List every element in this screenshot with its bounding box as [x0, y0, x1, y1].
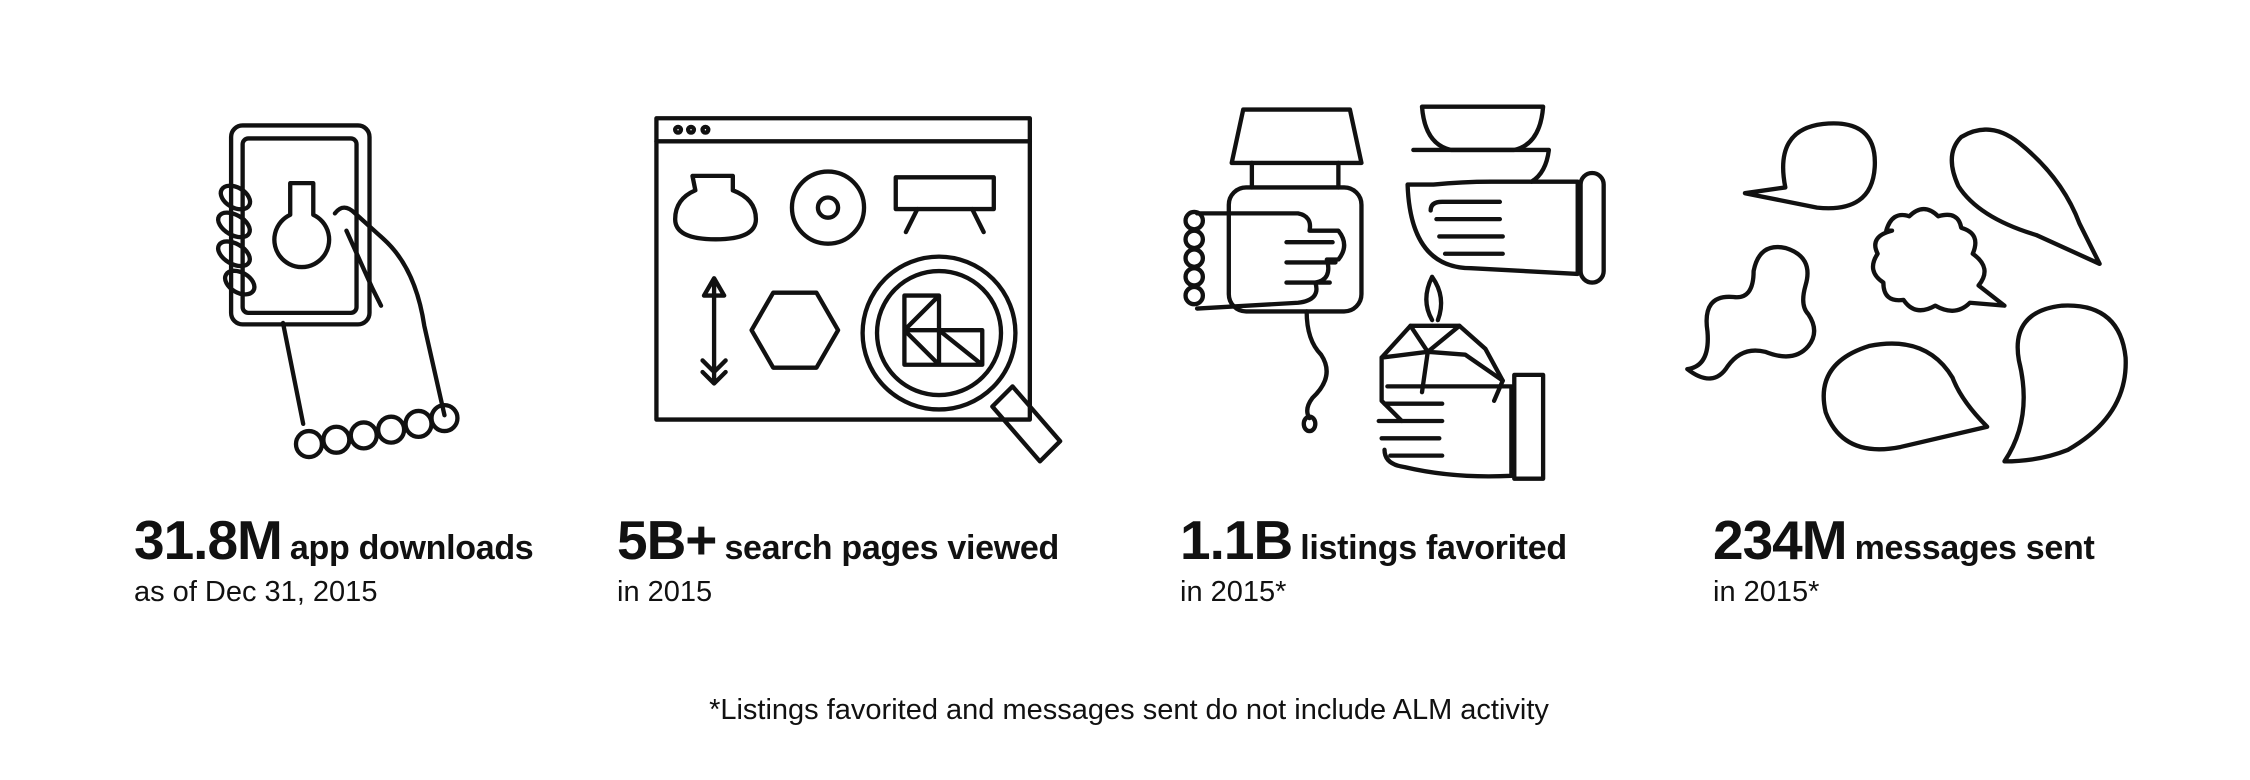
- stat-search-pages: 5B+ search pages viewed in 2015: [617, 508, 1059, 609]
- stat-listings-favorited: 1.1B listings favorited in 2015*: [1180, 508, 1567, 609]
- stat-value: 5B+: [617, 509, 717, 571]
- browser-search-icon: [654, 116, 1063, 464]
- hands-holding-items-icon: [1183, 104, 1606, 481]
- stat-value: 1.1B: [1180, 509, 1293, 571]
- stat-subtitle: in 2015: [617, 576, 713, 608]
- stat-subtitle: as of Dec 31, 2015: [134, 576, 378, 608]
- phone-in-hand-icon: [216, 123, 460, 460]
- stat-label: listings favorited: [1300, 529, 1567, 567]
- stat-messages-sent: 234M messages sent in 2015*: [1713, 508, 2095, 609]
- stat-subtitle: in 2015*: [1713, 576, 1820, 608]
- stat-label: search pages viewed: [724, 529, 1059, 567]
- stat-label: messages sent: [1854, 529, 2095, 567]
- stat-value: 234M: [1713, 509, 1848, 571]
- footnote: *Listings favorited and messages sent do…: [709, 694, 1549, 726]
- stat-subtitle: in 2015*: [1180, 576, 1287, 608]
- speech-bubbles-icon: [1685, 121, 2128, 464]
- stat-app-downloads: 31.8M app downloads as of Dec 31, 2015: [134, 508, 534, 609]
- stat-value: 31.8M: [134, 509, 283, 571]
- stat-label: app downloads: [289, 529, 534, 567]
